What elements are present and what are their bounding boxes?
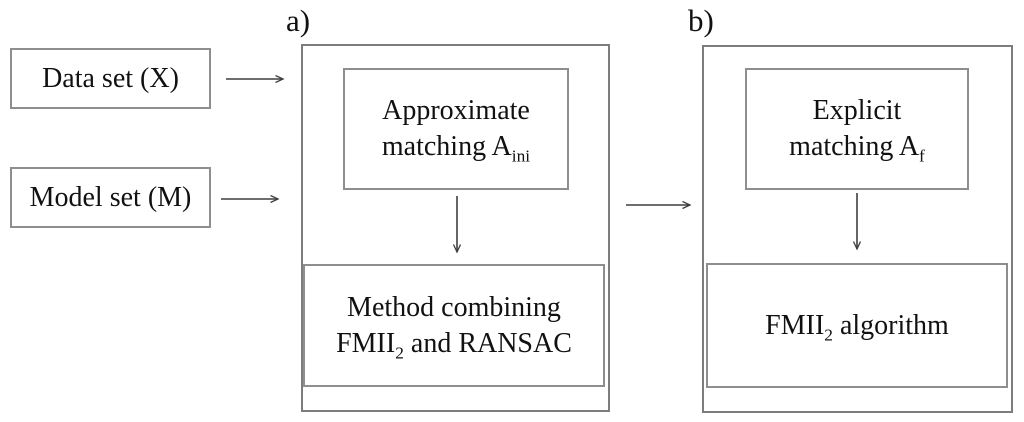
fmii2-subscript-a: 2 — [395, 343, 404, 363]
approximate-matching-line2: matching A — [381, 131, 512, 162]
model-set-label: Model set (M) — [29, 181, 192, 213]
method-combining-line1: Method combining — [347, 291, 561, 323]
explicit-matching-text: Explicit matching Af — [789, 93, 925, 164]
fmii-algorithm-part1: FMII — [765, 309, 825, 341]
method-combining-box: Method combining FMII2 and RANSAC — [303, 264, 605, 387]
a-ini-subscript: ini — [511, 146, 531, 166]
model-set-box: Model set (M) — [10, 167, 211, 228]
approximate-matching-line1: Approximate — [382, 95, 530, 127]
data-set-label: Data set (X) — [42, 62, 179, 94]
method-combining-line2-part1: FMII — [336, 327, 396, 359]
approximate-matching-text: Approximate matching Aini — [382, 93, 530, 164]
stage-a-container — [301, 44, 610, 412]
method-combining-line2-part2: and RANSAC — [403, 327, 572, 359]
fmii-algorithm-text: FMII2 algorithm — [765, 308, 949, 344]
section-b-label: b) — [688, 3, 714, 38]
fmii-algorithm-part2: algorithm — [832, 309, 949, 341]
a-f-subscript: f — [919, 146, 925, 166]
fmii2-subscript-b: 2 — [824, 325, 833, 345]
method-combining-text: Method combining FMII2 and RANSAC — [336, 290, 572, 361]
data-set-box: Data set (X) — [10, 48, 211, 109]
approximate-matching-box: Approximate matching Aini — [343, 68, 569, 190]
explicit-matching-line1: Explicit — [812, 95, 902, 127]
section-a-label: a) — [286, 3, 311, 38]
explicit-matching-line2: matching A — [789, 131, 920, 162]
fmii-algorithm-box: FMII2 algorithm — [706, 263, 1008, 388]
explicit-matching-box: Explicit matching Af — [745, 68, 969, 190]
stage-b-container — [702, 45, 1013, 413]
